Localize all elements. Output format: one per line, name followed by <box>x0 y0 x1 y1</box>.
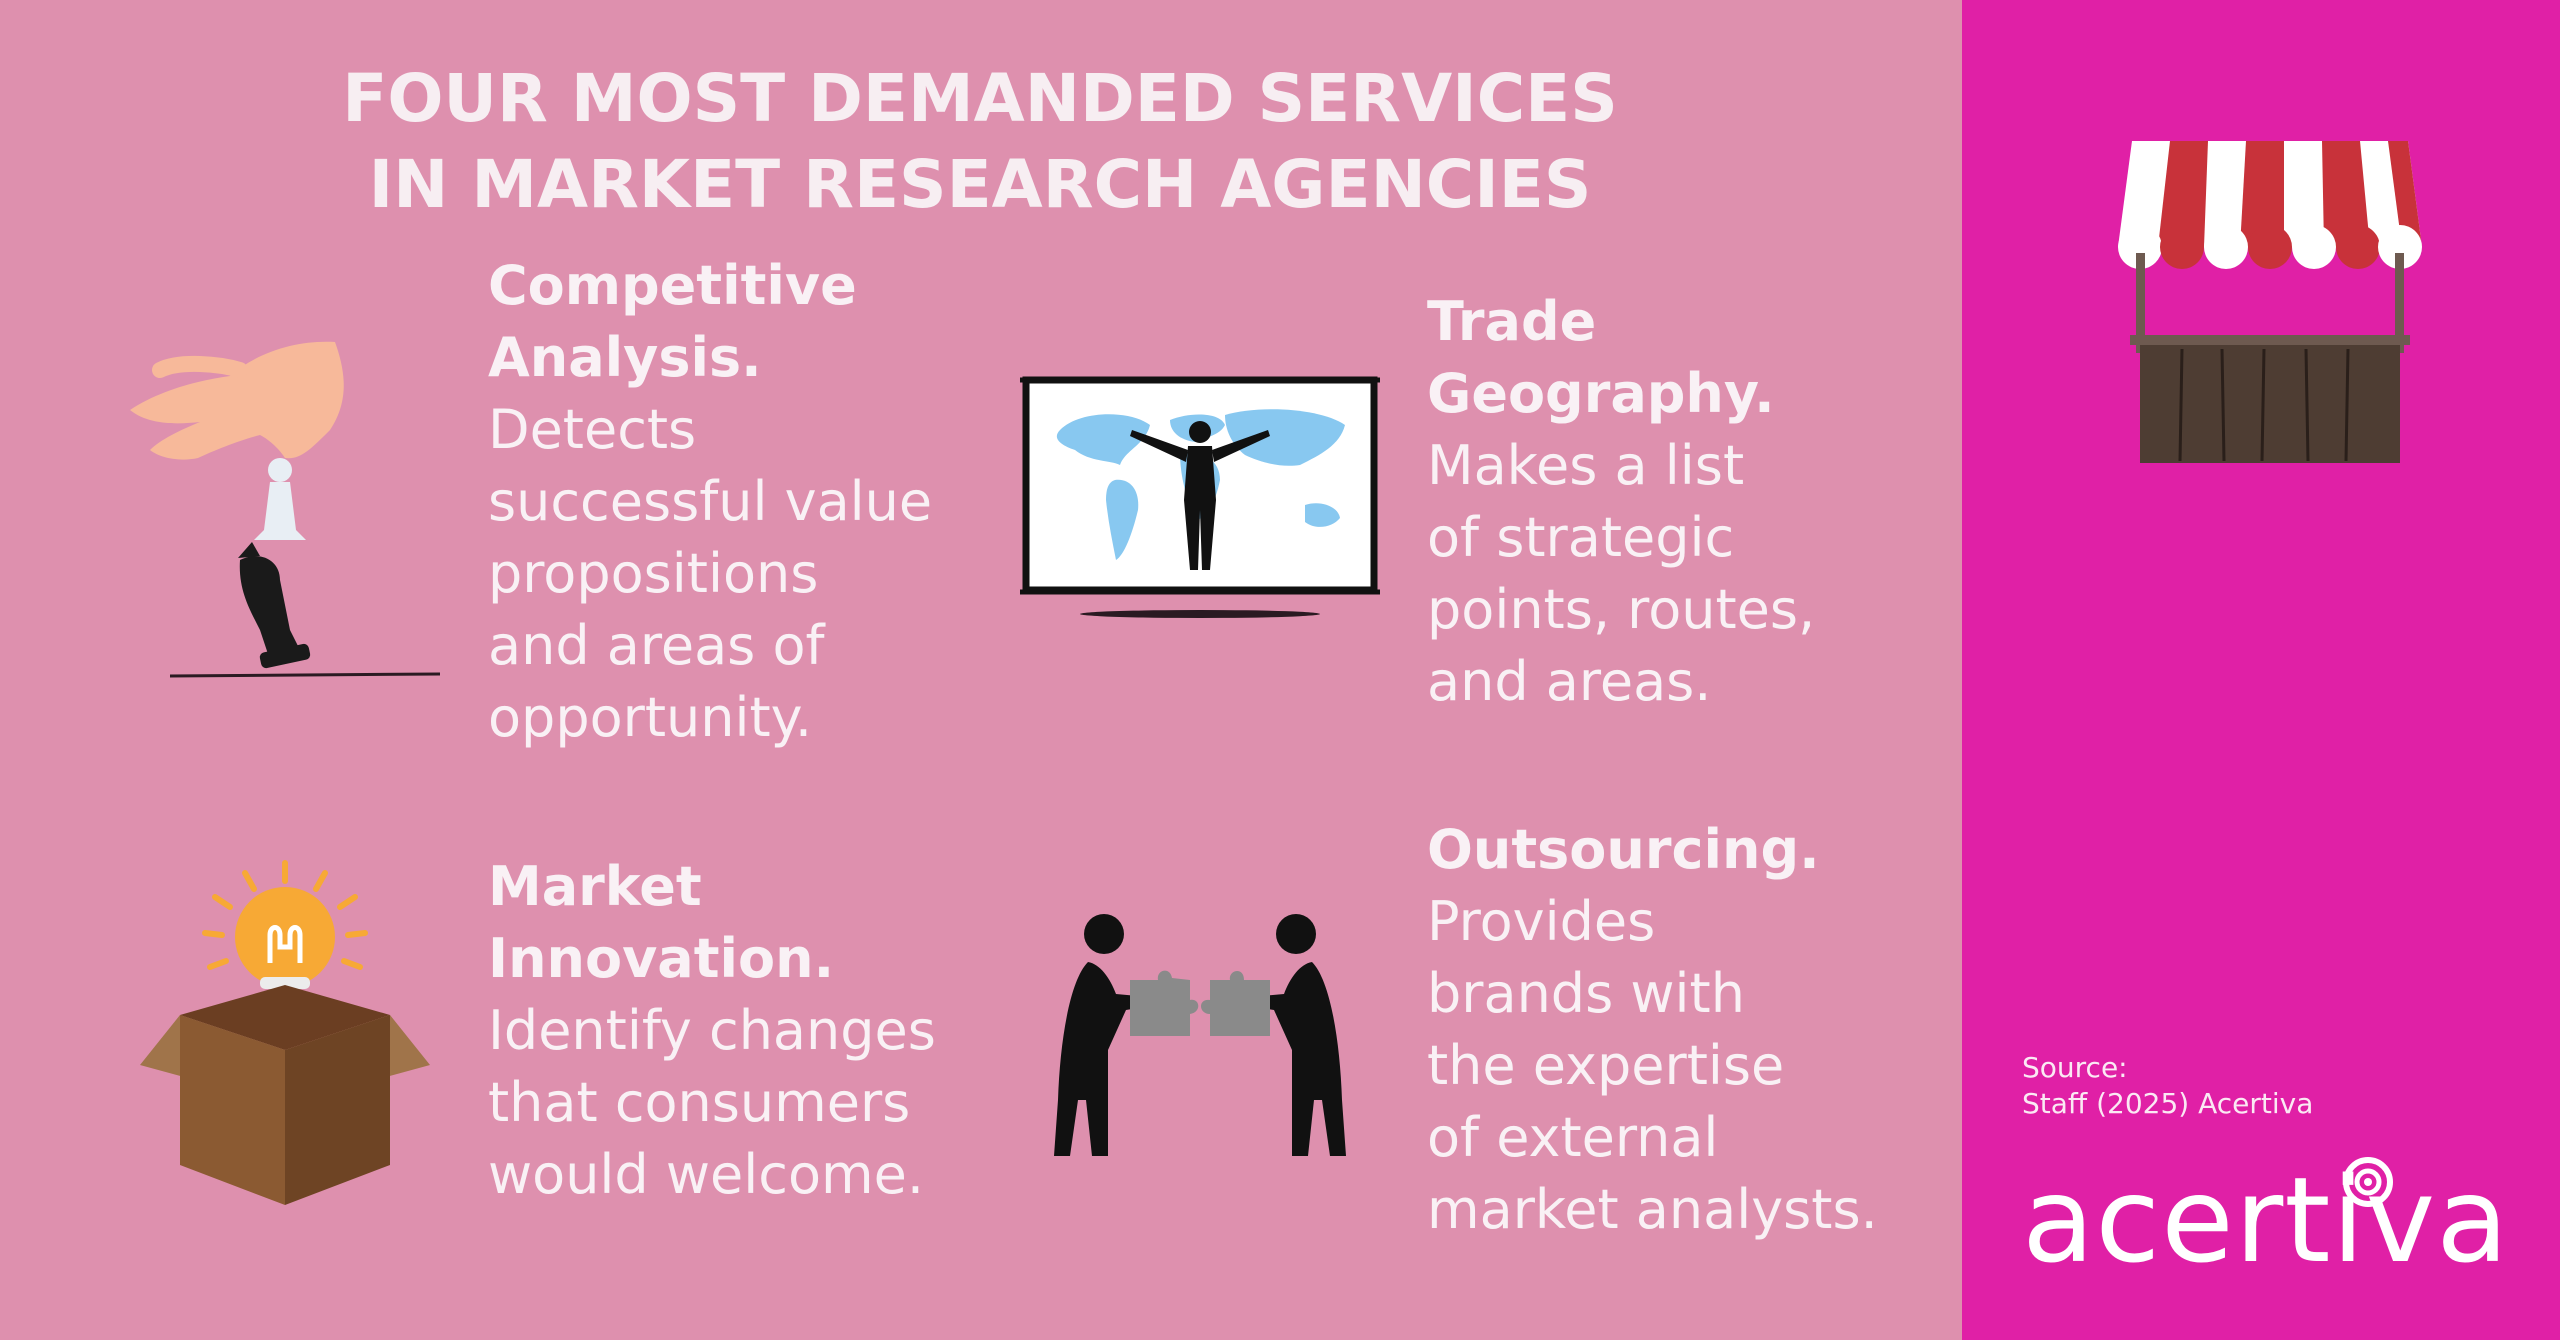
service-description: Provides brands with the expertise of ex… <box>1427 890 1878 1241</box>
service-heading: Market Innovation. <box>488 855 835 990</box>
puzzle-people-icon <box>1030 900 1380 1170</box>
title-line-2: IN MARKET RESEARCH AGENCIES <box>368 146 1592 223</box>
service-description: Makes a list of strategic points, routes… <box>1427 434 1816 713</box>
service-description: Detects successful value propositions an… <box>488 398 933 749</box>
acertiva-logo: acertiva <box>2022 1150 2542 1290</box>
market-stall-icon <box>2112 135 2428 465</box>
target-icon <box>2343 1157 2393 1207</box>
main-panel: FOUR MOST DEMANDED SERVICES IN MARKET RE… <box>120 56 1947 1246</box>
service-heading: Trade Geography. <box>1427 290 1775 425</box>
title-line-1: FOUR MOST DEMANDED SERVICES <box>342 60 1618 137</box>
service-market-innovation: Market Innovation. Identify changes that… <box>488 851 1048 1211</box>
service-trade-geography: Trade Geography. Makes a list of strateg… <box>1427 286 1947 718</box>
chess-hand-icon <box>120 330 450 690</box>
lightbulb-box-icon <box>130 855 440 1215</box>
service-heading: Outsourcing. <box>1427 818 1820 881</box>
source-text: Staff (2025) Acertiva <box>2022 1087 2314 1120</box>
service-heading: Competitive Analysis. <box>488 254 857 389</box>
service-outsourcing: Outsourcing. Provides brands with the ex… <box>1427 814 1947 1246</box>
page-title: FOUR MOST DEMANDED SERVICES IN MARKET RE… <box>300 56 1660 228</box>
logo-text: acertiva <box>2022 1151 2510 1289</box>
service-competitive-analysis: Competitive Analysis. Detects successful… <box>488 250 1048 754</box>
source-citation: Source: Staff (2025) Acertiva <box>2022 1050 2313 1122</box>
world-map-presenter-icon <box>1020 370 1380 630</box>
source-label: Source: <box>2022 1051 2128 1084</box>
service-description: Identify changes that consumers would we… <box>488 999 936 1206</box>
